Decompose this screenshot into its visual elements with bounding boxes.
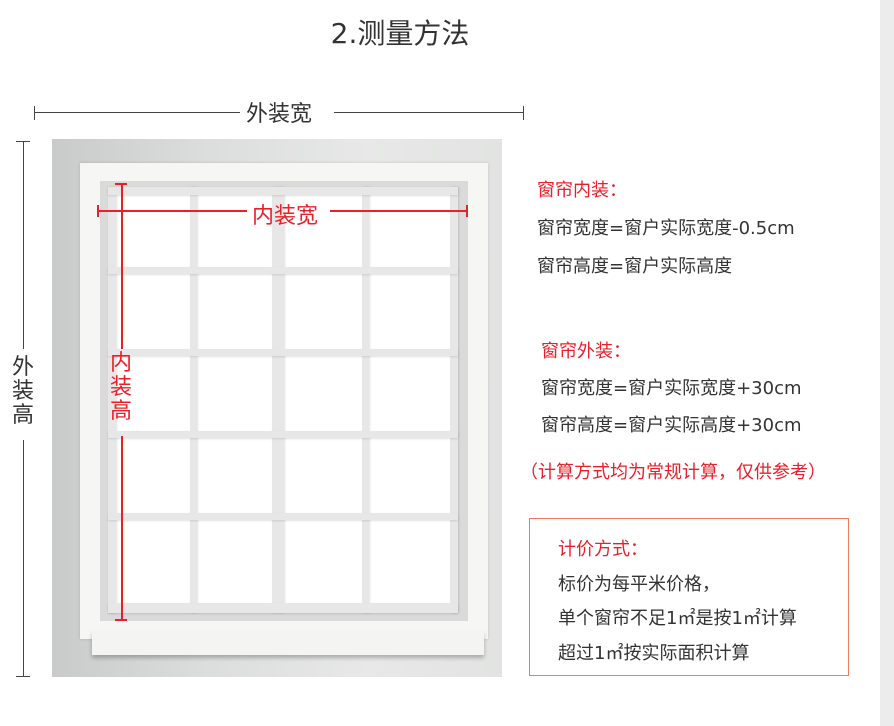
window-trim [80,163,488,639]
inner-width-label: 内装宽 [252,204,319,229]
pricing-line-1: 标价为每平米价格， [558,574,720,595]
inside-mount-height-rule: 窗帘高度=窗户实际高度 [537,256,733,277]
window-illustration [52,139,502,677]
outer-width-label: 外装宽 [246,102,313,127]
outside-mount-width-rule: 窗帘宽度=窗户实际宽度+30cm [541,378,802,399]
pricing-heading: 计价方式： [558,539,648,560]
window-sill [92,631,484,655]
outside-mount-heading: 窗帘外装： [541,341,631,362]
outer-height-label: 外装高 [11,355,34,428]
outside-mount-height-rule: 窗帘高度=窗户实际高度+30cm [541,415,802,436]
page-scroll-edge [880,0,894,726]
inner-height-label: 内装高 [109,351,132,424]
pricing-line-2: 单个窗帘不足1㎡是按1㎡计算 [558,608,797,629]
inside-mount-heading: 窗帘内装： [537,180,627,201]
page-title: 2.测量方法 [330,17,470,50]
calculation-note: （计算方式均为常规计算，仅供参考） [520,462,826,483]
pricing-box [529,518,849,676]
pricing-line-3: 超过1㎡按实际面积计算 [558,643,750,664]
window-glass [108,187,458,613]
inside-mount-width-rule: 窗帘宽度=窗户实际宽度-0.5cm [537,218,795,239]
